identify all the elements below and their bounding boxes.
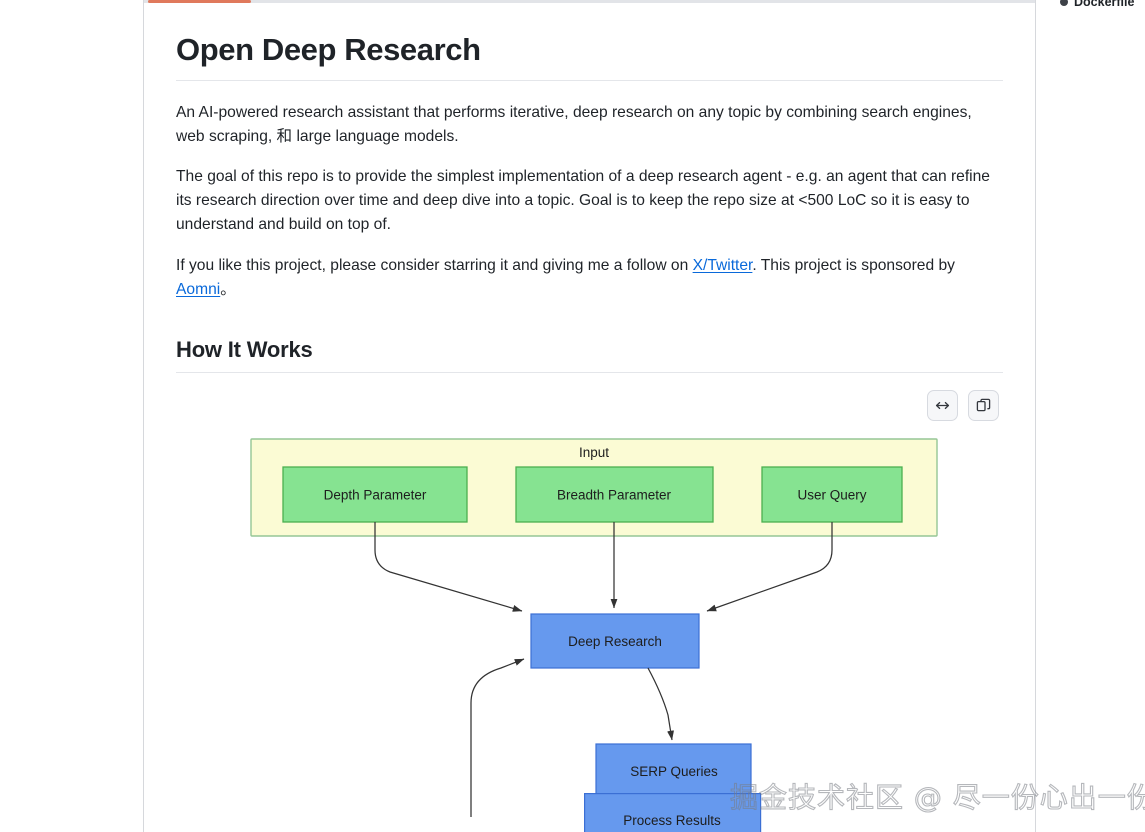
- node-process-results[interactable]: Process Results: [584, 793, 762, 832]
- node-depth-parameter-label: Depth Parameter: [324, 488, 427, 503]
- resize-width-icon: [935, 402, 950, 410]
- node-process-results-svg: Process Results: [584, 793, 762, 832]
- page-title: Open Deep Research: [176, 31, 1003, 81]
- edge-process-to-deep-feedback: [470, 658, 525, 818]
- paragraph-intro-text: An AI-powered research assistant that pe…: [176, 103, 972, 145]
- node-deep-research[interactable]: Deep Research: [530, 613, 700, 669]
- copy-icon: [976, 399, 991, 412]
- node-serp-queries[interactable]: SERP Queries: [595, 743, 752, 799]
- node-depth-parameter[interactable]: Depth Parameter: [282, 466, 468, 523]
- node-serp-queries-label: SERP Queries: [630, 764, 718, 779]
- flowchart-svg: Input Depth Parameter Breadth Parameter …: [250, 438, 938, 818]
- node-process-results-label: Process Results: [623, 813, 721, 828]
- subgraph-input-label: Input: [579, 445, 609, 460]
- edge-query-to-deep: [706, 522, 833, 612]
- edge-depth-to-deep: [374, 522, 523, 613]
- fit-width-button[interactable]: [927, 390, 958, 422]
- node-breadth-parameter[interactable]: Breadth Parameter: [515, 466, 714, 523]
- section-heading-how-it-works: How It Works: [176, 336, 1003, 374]
- filetree-item-label: Dockerfile: [1074, 0, 1135, 9]
- node-user-query[interactable]: User Query: [761, 466, 903, 523]
- link-x-twitter[interactable]: X/Twitter: [692, 256, 753, 274]
- copy-button[interactable]: [968, 390, 999, 422]
- sponsor-text-1: If you like this project, please conside…: [176, 256, 693, 274]
- readme-panel: Open Deep Research An AI-powered researc…: [144, 3, 1035, 832]
- node-user-query-label: User Query: [797, 488, 866, 503]
- content-left-border: [143, 0, 144, 832]
- paragraph-intro: An AI-powered research assistant that pe…: [176, 101, 1003, 149]
- node-breadth-parameter-label: Breadth Parameter: [557, 488, 672, 503]
- tab-underline-track: [143, 0, 1036, 3]
- paragraph-goal: The goal of this repo is to provide the …: [176, 165, 1003, 237]
- node-deep-research-label: Deep Research: [568, 634, 662, 649]
- sponsor-text-2: . This project is sponsored by: [752, 256, 955, 274]
- tab-active-indicator[interactable]: [148, 0, 251, 3]
- edge-deep-to-serp: [647, 668, 674, 741]
- link-aomni[interactable]: Aomni: [176, 280, 221, 298]
- paragraph-goal-text: The goal of this repo is to provide the …: [176, 168, 990, 234]
- dot-icon: [1060, 0, 1068, 6]
- paragraph-sponsor: If you like this project, please conside…: [176, 254, 1003, 302]
- sponsor-text-3: 。: [220, 280, 236, 298]
- filetree-fragment[interactable]: Dockerfile: [1060, 0, 1145, 10]
- diagram-toolbar: [927, 390, 999, 422]
- mermaid-diagram-container: Input Depth Parameter Breadth Parameter …: [176, 387, 1003, 818]
- content-right-border: [1035, 0, 1036, 832]
